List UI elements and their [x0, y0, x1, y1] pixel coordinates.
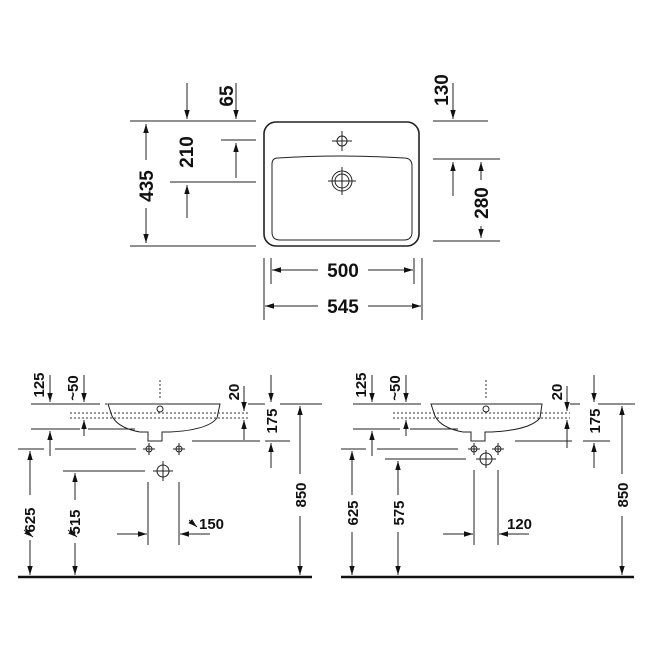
bowl-outline — [271, 155, 413, 241]
dim-drain-offset: 210 — [177, 136, 198, 168]
dim-basin-height-right: 175 — [587, 408, 604, 433]
drain-icon — [328, 167, 356, 195]
dim-rim-thickness-left: 20 — [226, 384, 243, 401]
dim-supply-spacing-right: 120 — [507, 516, 532, 533]
dim-supply-spacing-left: 150 — [199, 516, 224, 533]
dim-floor-to-supply-left: 625 — [22, 507, 39, 532]
dim-approx-overflow-right: ~50 — [387, 375, 404, 400]
leader-arrows — [23, 519, 198, 538]
basin-profile — [107, 403, 221, 442]
dim-rim-offset: 130 — [432, 74, 453, 106]
dim-total-height-left: 850 — [293, 482, 310, 507]
basin-profile — [430, 403, 543, 442]
dim-overall-width: 545 — [327, 297, 359, 318]
dim-tap-hole-offset: 65 — [217, 85, 238, 107]
drain-outlet-icon — [153, 461, 173, 481]
dim-rim-thickness-right: 20 — [549, 384, 566, 401]
drain-outlet-icon — [476, 450, 496, 468]
dim-rim-offset-right: 125 — [353, 372, 370, 397]
dim-basin-height-left: 175 — [264, 408, 281, 433]
dim-overall-depth: 435 — [137, 170, 158, 202]
dim-floor-to-supply-right: 625 — [345, 500, 362, 525]
dim-floor-to-drain-left: 515 — [67, 509, 84, 534]
top-view: 435 65 210 130 280 500 545 — [130, 74, 500, 320]
dim-rim-offset-left: 125 — [31, 372, 48, 397]
dim-bowl-width: 500 — [327, 261, 359, 282]
dim-floor-to-drain-right: 575 — [391, 500, 408, 525]
side-view-right: 125 ~50 20 175 850 625 575 120 — [341, 372, 635, 579]
dim-total-height-right: 850 — [615, 482, 632, 507]
dim-approx-overflow-left: ~50 — [65, 375, 82, 400]
supply-valve-icon — [468, 443, 504, 455]
supply-valve-icon — [143, 443, 185, 455]
tap-hole-icon — [332, 131, 352, 151]
side-view-left: 125 ~50 20 175 850 625 515 150 — [18, 372, 322, 579]
dim-bowl-depth: 280 — [472, 187, 493, 219]
